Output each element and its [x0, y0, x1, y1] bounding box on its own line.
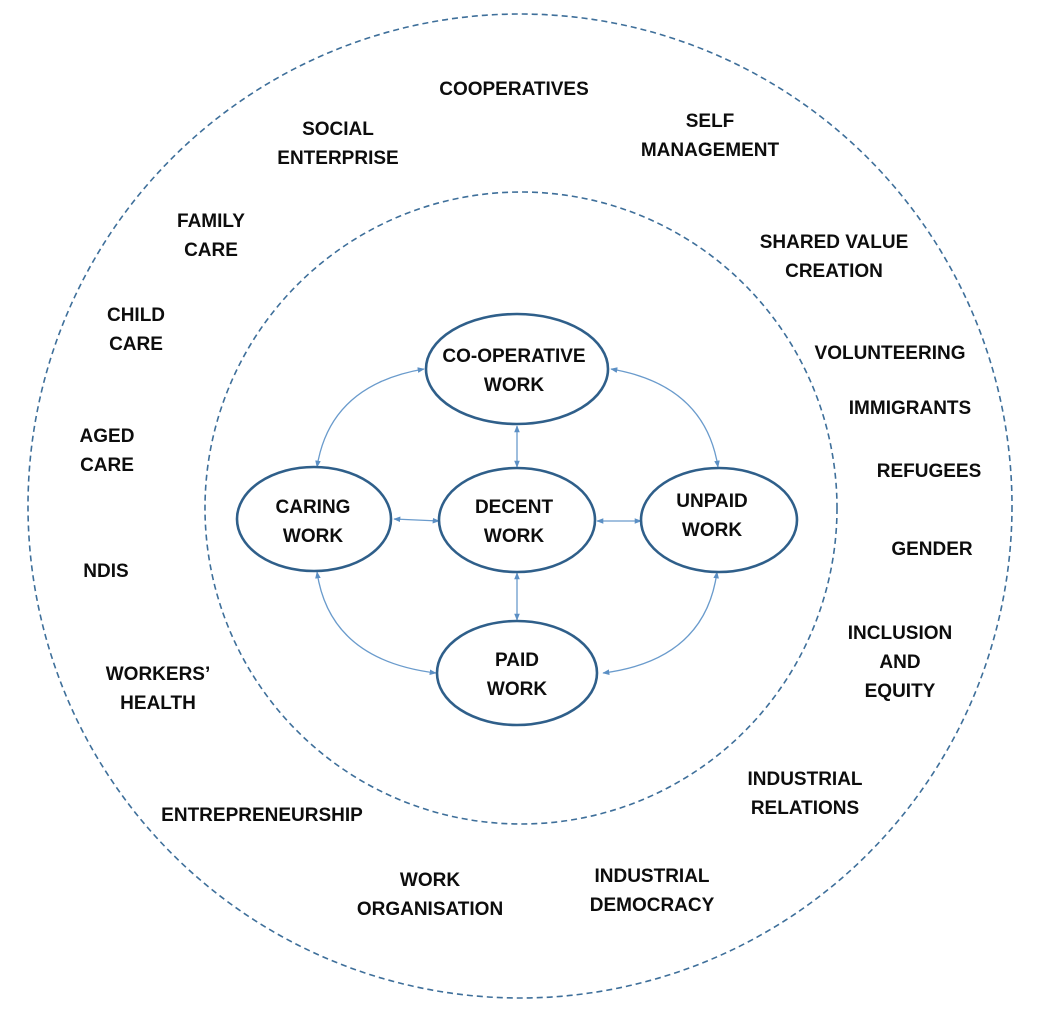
- label-family-care: FAMILY CARE: [177, 211, 245, 261]
- label-self-management-line-2: MANAGEMENT: [641, 140, 780, 161]
- label-shared-value-creation: SHARED VALUE CREATION: [760, 232, 909, 282]
- node-label-unpaid-line-2: WORK: [682, 520, 742, 541]
- label-workers-health-line-1: WORKERS’: [106, 664, 211, 685]
- connectors: [315, 367, 720, 676]
- label-industrial-democracy: INDUSTRIAL DEMOCRACY: [590, 866, 715, 916]
- label-child-care-line-2: CARE: [109, 334, 163, 355]
- label-family-care-line-2: CARE: [184, 240, 238, 261]
- node-label-paid: PAID WORK: [487, 650, 547, 700]
- node-unpaid-work: [639, 466, 799, 574]
- outer-ring: [27, 13, 1013, 999]
- node-label-decent-line-2: WORK: [484, 526, 544, 547]
- node-label-unpaid: UNPAID WORK: [676, 491, 747, 541]
- node-label-caring-line-1: CARING: [276, 497, 351, 518]
- connector-caring-paid: [315, 571, 437, 676]
- label-ndis: NDIS: [83, 561, 128, 582]
- label-inclusion-and-equity-line-2: AND: [879, 652, 920, 673]
- label-social-enterprise-line-1: SOCIAL: [302, 119, 374, 140]
- node-label-decent: DECENT WORK: [475, 497, 554, 547]
- label-immigrants: IMMIGRANTS: [849, 398, 971, 419]
- label-industrial-relations: INDUSTRIAL RELATIONS: [747, 769, 862, 819]
- node-label-unpaid-line-1: UNPAID: [676, 491, 747, 512]
- label-volunteering: VOLUNTEERING: [815, 343, 966, 364]
- connector-cooperative-caring: [315, 367, 425, 468]
- label-self-management: SELF MANAGEMENT: [641, 111, 780, 161]
- node-label-cooperative: CO-OPERATIVE WORK: [442, 346, 585, 396]
- label-volunteering-line-1: VOLUNTEERING: [815, 343, 966, 364]
- label-inclusion-and-equity-line-1: INCLUSION: [848, 623, 953, 644]
- nodes: [235, 312, 799, 727]
- label-workers-health: WORKERS’ HEALTH: [106, 664, 211, 714]
- node-label-paid-line-2: WORK: [487, 679, 547, 700]
- label-industrial-relations-line-1: INDUSTRIAL: [747, 769, 862, 790]
- label-gender: GENDER: [891, 539, 973, 560]
- label-gender-line-1: GENDER: [891, 539, 973, 560]
- node-label-decent-line-1: DECENT: [475, 497, 554, 518]
- node-label-cooperative-line-2: WORK: [484, 375, 544, 396]
- label-child-care-line-1: CHILD: [107, 305, 165, 326]
- label-industrial-democracy-line-2: DEMOCRACY: [590, 895, 715, 916]
- label-self-management-line-1: SELF: [686, 111, 735, 132]
- connector-cooperative-unpaid: [610, 367, 720, 468]
- label-aged-care: AGED CARE: [80, 426, 135, 476]
- label-entrepreneurship: ENTREPRENEURSHIP: [161, 805, 363, 826]
- label-refugees: REFUGEES: [877, 461, 982, 482]
- label-shared-value-creation-line-1: SHARED VALUE: [760, 232, 909, 253]
- connector-caring-decent: [393, 516, 440, 524]
- label-cooperatives-line-1: COOPERATIVES: [439, 79, 589, 100]
- label-inclusion-and-equity-line-3: EQUITY: [865, 681, 936, 702]
- node-label-paid-line-1: PAID: [495, 650, 539, 671]
- label-immigrants-line-1: IMMIGRANTS: [849, 398, 971, 419]
- node-caring-work: [235, 465, 393, 573]
- node-decent-work: [437, 466, 597, 574]
- label-aged-care-line-1: AGED: [80, 426, 135, 447]
- label-work-organisation-line-1: WORK: [400, 870, 460, 891]
- label-cooperatives: COOPERATIVES: [439, 79, 589, 100]
- inner-ring: [204, 191, 838, 825]
- label-aged-care-line-2: CARE: [80, 455, 134, 476]
- node-paid-work: [435, 619, 599, 727]
- label-industrial-relations-line-2: RELATIONS: [751, 798, 859, 819]
- label-child-care: CHILD CARE: [107, 305, 165, 355]
- label-industrial-democracy-line-1: INDUSTRIAL: [594, 866, 709, 887]
- label-workers-health-line-2: HEALTH: [120, 693, 196, 714]
- label-work-organisation: WORK ORGANISATION: [357, 870, 503, 920]
- label-inclusion-and-equity: INCLUSION AND EQUITY: [848, 623, 953, 702]
- label-entrepreneurship-line-1: ENTREPRENEURSHIP: [161, 805, 363, 826]
- label-social-enterprise: SOCIAL ENTERPRISE: [277, 119, 398, 169]
- label-ndis-line-1: NDIS: [83, 561, 128, 582]
- label-shared-value-creation-line-2: CREATION: [785, 261, 883, 282]
- node-label-cooperative-line-1: CO-OPERATIVE: [442, 346, 585, 367]
- node-label-caring: CARING WORK: [276, 497, 351, 547]
- label-work-organisation-line-2: ORGANISATION: [357, 899, 503, 920]
- label-refugees-line-1: REFUGEES: [877, 461, 982, 482]
- connector-unpaid-paid: [602, 571, 719, 675]
- label-social-enterprise-line-2: ENTERPRISE: [277, 148, 398, 169]
- node-label-caring-line-2: WORK: [283, 526, 343, 547]
- node-cooperative-work: [424, 312, 610, 426]
- label-family-care-line-1: FAMILY: [177, 211, 245, 232]
